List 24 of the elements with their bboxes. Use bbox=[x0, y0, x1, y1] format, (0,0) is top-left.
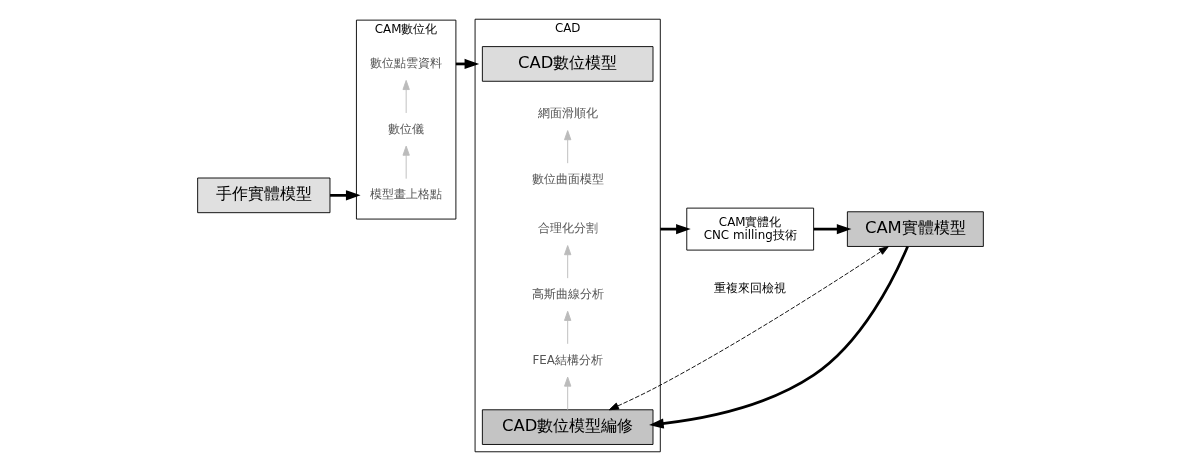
arrow bbox=[564, 310, 572, 345]
arrow bbox=[402, 145, 410, 180]
arrow bbox=[564, 245, 572, 279]
arrow bbox=[649, 245, 909, 429]
node-box: CAM實體化 CNC milling技術 bbox=[686, 207, 815, 251]
arrow bbox=[813, 224, 852, 235]
arrow bbox=[608, 246, 889, 411]
arrow bbox=[330, 190, 361, 201]
node-box: CAD數位模型 bbox=[481, 46, 654, 82]
node-text: 數位點雲資料 bbox=[370, 56, 443, 71]
node-text: FEA結構分析 bbox=[532, 352, 603, 367]
node-text: 模型畫上格點 bbox=[370, 187, 443, 202]
edge-label: 重複來回檢視 bbox=[714, 281, 787, 296]
node-text: 網面滑順化 bbox=[537, 106, 598, 121]
node-box: 手作實體模型 bbox=[197, 177, 331, 214]
arrow bbox=[402, 79, 410, 114]
node-text: 數位曲面模型 bbox=[531, 171, 604, 186]
arrow bbox=[564, 376, 572, 411]
node-text: 數位儀 bbox=[388, 121, 425, 136]
node-text: 高斯曲線分析 bbox=[531, 286, 604, 301]
node-box: CAM實體模型 bbox=[846, 211, 984, 247]
arrow bbox=[564, 130, 572, 164]
node-box: CAD數位模型編修 bbox=[481, 409, 654, 445]
node-text: 合理化分割 bbox=[537, 221, 598, 236]
